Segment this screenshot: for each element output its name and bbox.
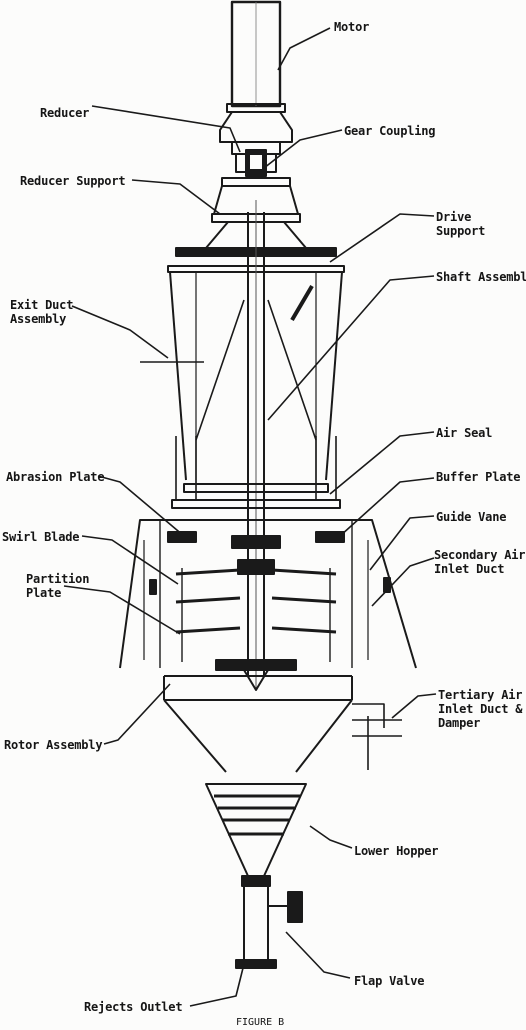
reducer-support [205, 177, 307, 249]
rotor-blades [175, 568, 337, 662]
label-gear-coupling: Gear Coupling [344, 124, 436, 138]
label-swirl-blade: Swirl Blade [2, 530, 80, 544]
label-abrasion-plate: Abrasion Plate [6, 470, 105, 484]
label-lower-hopper: Lower Hopper [354, 844, 439, 858]
figure-caption: FIGURE B [236, 1017, 285, 1028]
outer-casing [119, 519, 417, 669]
label-buffer-plate: Buffer Plate [436, 470, 521, 484]
air-seal [171, 483, 341, 549]
gear-coupling [235, 149, 277, 177]
label-rotor-assembly: Rotor Assembly [4, 738, 103, 752]
label-flap-valve: Flap Valve [354, 974, 425, 988]
exit-duct-housing [140, 271, 343, 501]
reducer-body [219, 111, 293, 155]
label-rejects-outlet: Rejects Outlet [84, 1000, 183, 1014]
lower-cone [163, 675, 402, 773]
label-drive-support: Drive Support [436, 210, 486, 238]
label-guide-vane: Guide Vane [436, 510, 507, 524]
label-exit-duct-assembly: Exit Duct Assembly [10, 298, 74, 326]
abrasion-plate [167, 531, 345, 543]
label-air-seal: Air Seal [436, 426, 493, 440]
leader-lines [63, 27, 437, 1007]
lower-hopper [205, 783, 307, 877]
label-partition-plate: Partition Plate [26, 572, 90, 600]
flap-valve [235, 875, 303, 969]
label-motor: Motor [334, 20, 370, 34]
rotor-hub [215, 559, 297, 691]
label-secondary-air-inlet-duct: Secondary Air Inlet Duct [434, 548, 526, 576]
label-reducer-support: Reducer Support [20, 174, 126, 188]
label-shaft-assembly: Shaft Assembly [436, 270, 526, 284]
shaft-assembly [195, 200, 317, 690]
motor-body [226, 0, 286, 113]
label-reducer: Reducer [40, 106, 90, 120]
label-tertiary-air-inlet-duct-damper: Tertiary Air Inlet Duct & Damper [438, 688, 523, 730]
